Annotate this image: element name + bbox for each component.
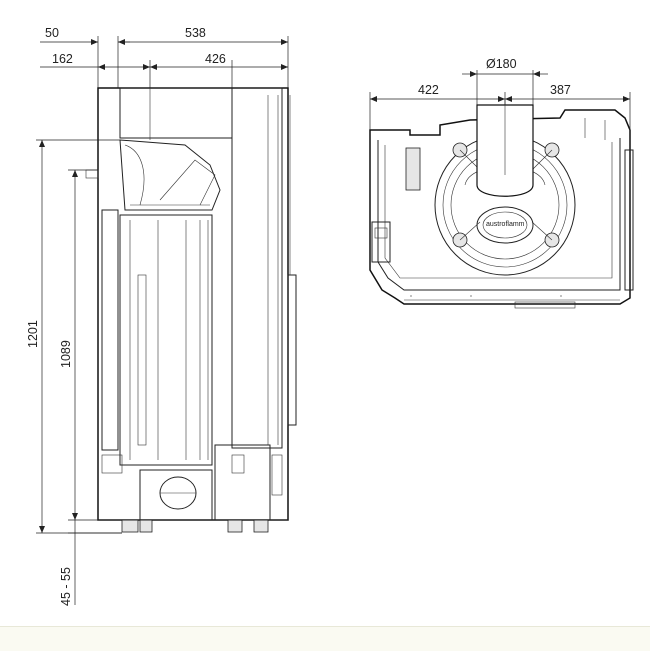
side-view bbox=[85, 87, 297, 533]
plan-body-outline bbox=[369, 109, 631, 305]
foot bbox=[121, 519, 139, 533]
side-dimensions: 50 538 162 426 1201 1089 45 - 55 bbox=[26, 26, 289, 606]
footer-band bbox=[0, 626, 650, 651]
dim-inner-height: 1089 bbox=[59, 340, 73, 368]
side-right-panel bbox=[287, 274, 297, 426]
dim-feet-range: 45 - 55 bbox=[59, 567, 73, 606]
dim-side-depth: 426 bbox=[205, 52, 226, 66]
dim-flue-diameter: Ø180 bbox=[486, 57, 517, 71]
side-rear-column bbox=[231, 87, 283, 449]
side-firebox bbox=[119, 214, 213, 466]
side-hood bbox=[119, 139, 221, 211]
foot bbox=[253, 519, 269, 533]
plan-dimensions: Ø180 422 387 bbox=[369, 57, 631, 130]
foot bbox=[227, 519, 243, 533]
plan-view: austroflamm bbox=[369, 100, 634, 309]
plan-side-plate bbox=[405, 147, 421, 191]
dim-plan-right: 387 bbox=[550, 83, 571, 97]
dim-side-offset: 162 bbox=[52, 52, 73, 66]
dim-plan-left: 422 bbox=[418, 83, 439, 97]
dim-top-left-offset: 50 bbox=[45, 26, 59, 40]
side-body-outline bbox=[97, 87, 289, 521]
side-flue-box bbox=[119, 87, 233, 139]
foot bbox=[139, 519, 153, 533]
dim-overall-height: 1201 bbox=[26, 320, 40, 348]
dim-overall-width: 538 bbox=[185, 26, 206, 40]
plan-logo: austroflamm bbox=[486, 221, 525, 228]
